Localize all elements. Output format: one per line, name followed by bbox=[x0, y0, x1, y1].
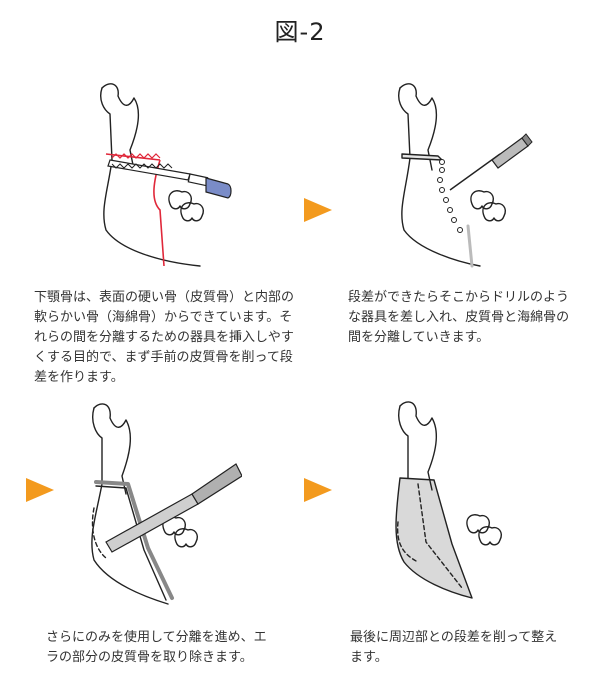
tooth-outline-2 bbox=[482, 202, 506, 222]
inner-dashed bbox=[417, 483, 463, 589]
tooth-outline-1 bbox=[168, 190, 192, 210]
tooth-outline-2 bbox=[478, 526, 502, 546]
jaw-outline bbox=[398, 405, 409, 479]
step-2-caption: 段差ができたらそこからドリルのような器具を差し入れ、皮質骨と海綿骨の間を分離して… bbox=[348, 290, 570, 345]
step-4-caption: 最後に周辺部との段差を削って整えます。 bbox=[350, 630, 558, 665]
step-1-caption: 下顎骨は、表面の硬い骨（皮質骨）と内部の軟らかい骨（海綿骨）からできています。そ… bbox=[34, 290, 295, 385]
cortical-plate bbox=[94, 480, 174, 600]
arrow-icon bbox=[304, 198, 332, 222]
coronoid-outline bbox=[93, 403, 132, 495]
step-groove bbox=[401, 153, 443, 161]
jaw-outline bbox=[398, 87, 481, 267]
drill-holes bbox=[437, 159, 463, 233]
arrow-icon bbox=[26, 478, 54, 502]
arrow-icon bbox=[304, 478, 332, 502]
tooth-outline-1 bbox=[466, 514, 490, 534]
step-2-illustration bbox=[398, 83, 533, 268]
gonial-dashed bbox=[396, 521, 419, 563]
coronoid-outline bbox=[399, 401, 438, 491]
tooth-outline-1 bbox=[470, 190, 494, 210]
drill-icon bbox=[449, 133, 533, 191]
shaved-area bbox=[395, 477, 473, 599]
figure-title: 図-2 bbox=[274, 18, 326, 46]
step-3-illustration bbox=[91, 403, 242, 605]
jaw-outline bbox=[100, 87, 201, 267]
tooth-outline-2 bbox=[174, 528, 198, 548]
step-4-illustration bbox=[395, 401, 502, 599]
step-1-illustration bbox=[100, 83, 232, 267]
serration bbox=[111, 153, 161, 159]
saw-icon bbox=[107, 159, 232, 199]
coronoid-outline bbox=[399, 83, 438, 171]
tooth-outline-2 bbox=[180, 202, 204, 222]
coronoid-outline bbox=[101, 83, 140, 171]
gonial-dashed bbox=[91, 507, 107, 559]
chisel-icon bbox=[105, 463, 242, 553]
vertical-cut bbox=[466, 224, 474, 268]
cortical-plate-inner bbox=[95, 485, 167, 601]
step-3-caption: さらにのみを使用して分離を進め、エラの部分の皮質骨を取り除きます。 bbox=[46, 630, 267, 665]
